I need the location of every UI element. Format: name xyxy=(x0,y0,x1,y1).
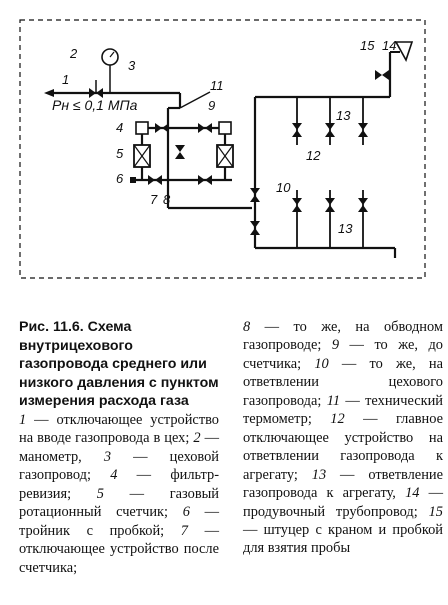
label-10: 10 xyxy=(276,180,291,195)
legend-number: 2 xyxy=(193,430,201,447)
shop-boundary xyxy=(19,19,426,279)
label-7: 7 xyxy=(150,192,158,207)
label-14: 14 xyxy=(382,38,396,53)
agg-valve-icon xyxy=(292,123,302,137)
agg-valve-icon xyxy=(292,198,302,212)
valve-9-icon xyxy=(198,123,212,133)
legend-number: 6 xyxy=(182,504,190,521)
bypass-valve-icon xyxy=(175,145,185,159)
gas-meter-right-icon xyxy=(216,144,234,168)
label-5: 5 xyxy=(116,146,124,161)
branch-valve-bottom-icon xyxy=(250,221,260,235)
figure-caption-title: Рис. 11.6. Схема внутрицехового газопров… xyxy=(19,319,219,410)
inlet-arrow xyxy=(44,89,54,97)
label-9: 9 xyxy=(208,98,215,113)
legend-text: — отключающее устройство после счетчика; xyxy=(19,522,219,576)
legend-number: 15 xyxy=(428,503,443,520)
label-8: 8 xyxy=(163,192,171,207)
legend-number: 7 xyxy=(180,522,188,539)
label-1: 1 xyxy=(62,72,69,87)
legend-number: 10 xyxy=(314,355,329,372)
label-13-upper: 13 xyxy=(336,108,351,123)
valve-7b-icon xyxy=(198,175,212,185)
legend-text: — ответвление газопровода к агрегату, xyxy=(243,466,443,502)
agg-valve-icon xyxy=(358,123,368,137)
legend-text: — тройник с пробкой; xyxy=(19,504,219,539)
caption-left-column: Рис. 11.6. Схема внутрицехового газопров… xyxy=(19,318,219,577)
agg-valve-icon xyxy=(325,123,335,137)
agg-valve-icon xyxy=(325,198,335,212)
caption-right-column: 8 — то же, на обводном газопроводе; 9 — … xyxy=(243,318,443,558)
legend-number: 11 xyxy=(326,392,341,409)
valve-7-icon xyxy=(148,175,162,185)
legend-text: — то же, на обводном газопроводе; xyxy=(243,319,443,354)
label-2: 2 xyxy=(69,46,78,61)
label-11: 11 xyxy=(210,78,224,93)
gas-meter-icon xyxy=(133,144,151,168)
label-13-lower: 13 xyxy=(338,221,353,236)
agg-valve-icon xyxy=(358,198,368,212)
label-6: 6 xyxy=(116,171,124,186)
legend-text: — то же, на ответвлении цехового газопро… xyxy=(243,355,443,409)
legend-number: 5 xyxy=(96,485,104,502)
label-12: 12 xyxy=(306,148,321,163)
legend-text: — то же, до счетчика; xyxy=(243,337,443,372)
label-15: 15 xyxy=(360,38,375,53)
pressure-label: Pн ≤ 0,1 МПа xyxy=(52,97,138,113)
legend-number: 8 xyxy=(243,319,251,335)
sampling-valve-icon xyxy=(375,70,389,80)
upper-branches xyxy=(296,97,364,145)
manometer-icon xyxy=(101,48,119,93)
legend-number: 13 xyxy=(311,466,327,483)
legend-text: — цеховой газопровод; xyxy=(19,448,219,484)
legend-text: — главное отключающее устройство на отве… xyxy=(243,411,443,483)
gas-pipeline-scheme: 1 2 3 4 5 6 7 8 9 10 11 12 13 13 14 15 P… xyxy=(19,19,426,279)
filter-icon xyxy=(135,121,149,135)
legend-text: — продувочный трубопровод; xyxy=(243,485,443,520)
legend-number: 9 xyxy=(331,337,340,354)
legend-text: — манометр, xyxy=(19,430,219,465)
caption-legend-right: 8 — то же, на обводном газопроводе; 9 — … xyxy=(243,318,443,558)
legend-number: 1 xyxy=(19,411,27,428)
label-3: 3 xyxy=(128,58,136,73)
legend-text: — фильтр-ревизия; xyxy=(19,467,219,502)
caption-legend-left: 1 — отключающее устройство на вводе газо… xyxy=(19,411,219,577)
legend-number: 3 xyxy=(103,448,112,465)
legend-text: — газовый ротационный счетчик; xyxy=(19,485,219,521)
legend-text: — технический термометр; xyxy=(243,392,443,428)
thermometer-icon xyxy=(179,91,211,109)
filter-right-icon xyxy=(218,121,232,135)
legend-text: — отключающее устройство на вводе газопр… xyxy=(19,411,219,447)
branch-valve-top-icon xyxy=(250,188,260,202)
legend-number: 12 xyxy=(330,411,345,428)
legend-text: — штуцер с краном и пробкой для взятия п… xyxy=(243,521,443,557)
legend-number: 4 xyxy=(110,467,118,484)
tee-plug-icon xyxy=(130,177,136,183)
purge-pipe-icon xyxy=(390,41,414,62)
legend-number: 14 xyxy=(405,485,420,502)
label-4: 4 xyxy=(116,120,123,135)
